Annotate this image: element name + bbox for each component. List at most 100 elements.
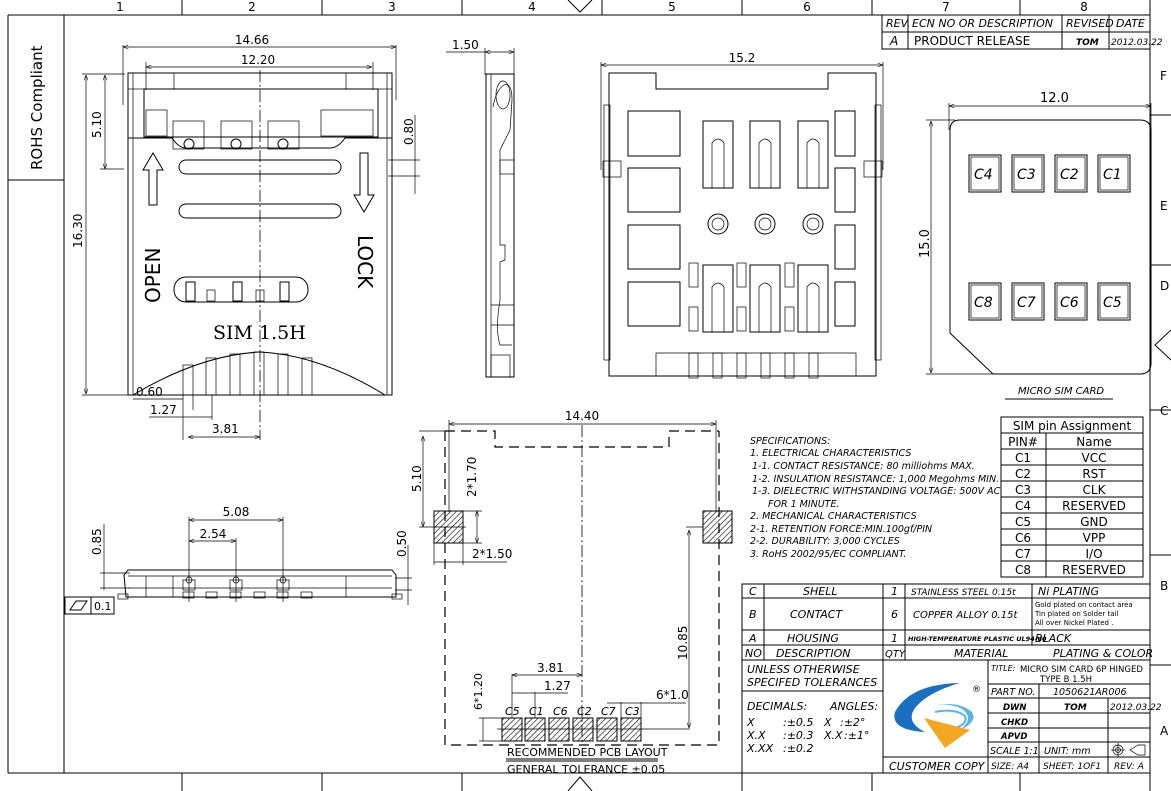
svg-text:HOUSING: HOUSING xyxy=(787,632,839,645)
svg-text:0.85: 0.85 xyxy=(90,528,104,555)
svg-text:DESCRIPTION: DESCRIPTION xyxy=(776,647,850,660)
specifications: SPECIFICATIONS: 1. ELECTRICAL CHARACTERI… xyxy=(750,436,1001,560)
svg-text:A: A xyxy=(1160,724,1169,738)
title-block: UNLESS OTHERWISE SPECIFED TOLERANCES DEC… xyxy=(741,659,1162,774)
svg-text:1. ELECTRICAL CHARACTERISTICS: 1. ELECTRICAL CHARACTERISTICS xyxy=(750,448,911,459)
svg-text:1.27: 1.27 xyxy=(544,679,571,693)
svg-text:2012.03.22: 2012.03.22 xyxy=(1110,703,1162,713)
svg-text:REV: A: REV: A xyxy=(1114,762,1144,772)
svg-text:X: X xyxy=(746,716,755,729)
svg-text:E: E xyxy=(1160,199,1168,213)
svg-text:RST: RST xyxy=(1082,467,1106,481)
svg-text:GND: GND xyxy=(1080,515,1108,529)
bom-table: C SHELL 1 STAINLESS STEEL 0.15t Ni PLATI… xyxy=(741,583,1153,661)
svg-text:6: 6 xyxy=(891,608,898,621)
svg-text:TITLE:: TITLE: xyxy=(991,664,1016,673)
svg-text:VCC: VCC xyxy=(1082,451,1107,465)
svg-text:D: D xyxy=(1160,279,1169,293)
svg-text:SIZE: A4: SIZE: A4 xyxy=(991,762,1029,772)
svg-text:2. MECHANICAL CHARACTERISTICS: 2. MECHANICAL CHARACTERISTICS xyxy=(750,511,917,522)
svg-text:6: 6 xyxy=(803,0,811,14)
svg-text:5.08: 5.08 xyxy=(223,505,250,519)
svg-text:C1: C1 xyxy=(1103,167,1122,183)
svg-text:FOR 1 MINUTE.: FOR 1 MINUTE. xyxy=(768,499,840,510)
svg-text:BLACK: BLACK xyxy=(1035,632,1072,645)
svg-text:SHEET: 1OF1: SHEET: 1OF1 xyxy=(1043,762,1101,772)
svg-text::±0.2: :±0.2 xyxy=(783,742,813,755)
svg-text:PRODUCT RELEASE: PRODUCT RELEASE xyxy=(914,34,1030,48)
rohs-label: ROHS Compliant xyxy=(28,45,46,170)
svg-text:14.40: 14.40 xyxy=(565,409,599,423)
svg-text:RESERVED: RESERVED xyxy=(1062,563,1126,577)
svg-text:MICRO SIM CARD: MICRO SIM CARD xyxy=(1018,386,1104,397)
svg-text:1: 1 xyxy=(891,585,898,598)
svg-text:0.80: 0.80 xyxy=(402,118,416,145)
svg-text:CUSTOMER COPY: CUSTOMER COPY xyxy=(889,760,986,773)
svg-text:C2: C2 xyxy=(577,705,592,718)
svg-text:3. RoHS 2002/95/EC COMPLIANT.: 3. RoHS 2002/95/EC COMPLIANT. xyxy=(750,549,906,560)
svg-text:4: 4 xyxy=(528,0,536,14)
svg-text:2.54: 2.54 xyxy=(200,527,227,541)
svg-text:1: 1 xyxy=(116,0,124,14)
svg-text:QTY: QTY xyxy=(885,649,906,660)
svg-text:CONTACT: CONTACT xyxy=(790,608,843,621)
svg-text:1-1. CONTACT RESISTANCE: 80 mi: 1-1. CONTACT RESISTANCE: 80 milliohms MA… xyxy=(752,461,975,472)
svg-text:COPPER ALLOY 0.15t: COPPER ALLOY 0.15t xyxy=(913,610,1018,621)
svg-text:All over Nickel Plated .: All over Nickel Plated . xyxy=(1035,619,1113,627)
top-view: 14.66 12.20 16.30 5.10 0.80 xyxy=(71,33,420,440)
svg-text:12.0: 12.0 xyxy=(1040,91,1069,106)
svg-text:3: 3 xyxy=(388,0,396,14)
svg-text:Gold plated on contact area: Gold plated on contact area xyxy=(1035,601,1133,609)
svg-text:3.81: 3.81 xyxy=(537,661,564,675)
svg-text:7: 7 xyxy=(942,0,950,14)
side-view: 1.50 xyxy=(446,38,515,378)
svg-text:B: B xyxy=(749,608,757,621)
svg-text:UNIT: mm: UNIT: mm xyxy=(1044,746,1091,757)
svg-text:REV.: REV. xyxy=(886,17,910,30)
svg-text:1-2. INSULATION RESISTANCE: 1,: 1-2. INSULATION RESISTANCE: 1,000 Megohm… xyxy=(752,474,999,485)
svg-text:MICRO SIM CARD 6P HINGED: MICRO SIM CARD 6P HINGED xyxy=(1020,665,1143,675)
svg-text:A: A xyxy=(889,34,898,48)
third-angle-projection-icon xyxy=(1111,743,1146,757)
svg-text:ANGLES:: ANGLES: xyxy=(829,700,878,713)
svg-text:C4: C4 xyxy=(974,167,993,183)
svg-text:5: 5 xyxy=(668,0,676,14)
svg-text:DATE: DATE xyxy=(1116,17,1145,30)
svg-text:6*1.20: 6*1.20 xyxy=(472,673,485,710)
pcb-pads xyxy=(501,717,642,742)
svg-text:CHKD: CHKD xyxy=(1001,718,1028,728)
svg-text:®: ® xyxy=(972,685,981,695)
svg-text:OPEN: OPEN xyxy=(141,248,165,303)
svg-text:C7: C7 xyxy=(1015,547,1031,561)
pcb-layout: 14.40 5.10 2*1.70 2*1.50 10.85 xyxy=(410,409,733,776)
bottom-view: 15.2 xyxy=(600,51,884,379)
svg-text:TOM: TOM xyxy=(1076,38,1099,48)
flatness-tolerance: 0.1 xyxy=(64,596,115,615)
svg-text:C8: C8 xyxy=(1015,563,1031,577)
svg-text:C6: C6 xyxy=(1060,295,1079,311)
svg-text:NO: NO xyxy=(745,647,762,660)
svg-text:C4: C4 xyxy=(1015,499,1031,513)
svg-text:15.2: 15.2 xyxy=(729,51,756,65)
svg-text:2*1.70: 2*1.70 xyxy=(465,457,479,497)
front-view: 5.08 2.54 0.85 0.50 xyxy=(64,505,412,615)
svg-text:0.1: 0.1 xyxy=(94,600,112,613)
svg-text:16.30: 16.30 xyxy=(71,214,85,248)
svg-text:SIM pin Assignment: SIM pin Assignment xyxy=(1013,419,1132,433)
svg-text:C3: C3 xyxy=(1017,167,1036,183)
svg-text:F: F xyxy=(1160,69,1167,83)
svg-text:C1: C1 xyxy=(1015,451,1031,465)
svg-text:REVISED: REVISED xyxy=(1066,17,1114,30)
svg-text:SPECIFED TOLERANCES: SPECIFED TOLERANCES xyxy=(747,676,877,689)
zone-labels-right: F E D C B A xyxy=(1160,69,1169,738)
svg-text:SIM 1.5H: SIM 1.5H xyxy=(213,322,306,344)
svg-text:HIGH-TEMPERATURE PLASTIC UL94-: HIGH-TEMPERATURE PLASTIC UL94-V0 xyxy=(908,635,1047,643)
svg-text:SCALE 1:1: SCALE 1:1 xyxy=(990,746,1039,757)
svg-text:PIN#: PIN# xyxy=(1008,435,1038,449)
svg-text:C5: C5 xyxy=(1015,515,1031,529)
svg-text:C7: C7 xyxy=(601,705,616,718)
svg-text:8: 8 xyxy=(1080,0,1088,14)
svg-text:C7: C7 xyxy=(1017,295,1036,311)
svg-text:14.66: 14.66 xyxy=(235,33,269,47)
svg-text:DWN: DWN xyxy=(1003,703,1027,713)
